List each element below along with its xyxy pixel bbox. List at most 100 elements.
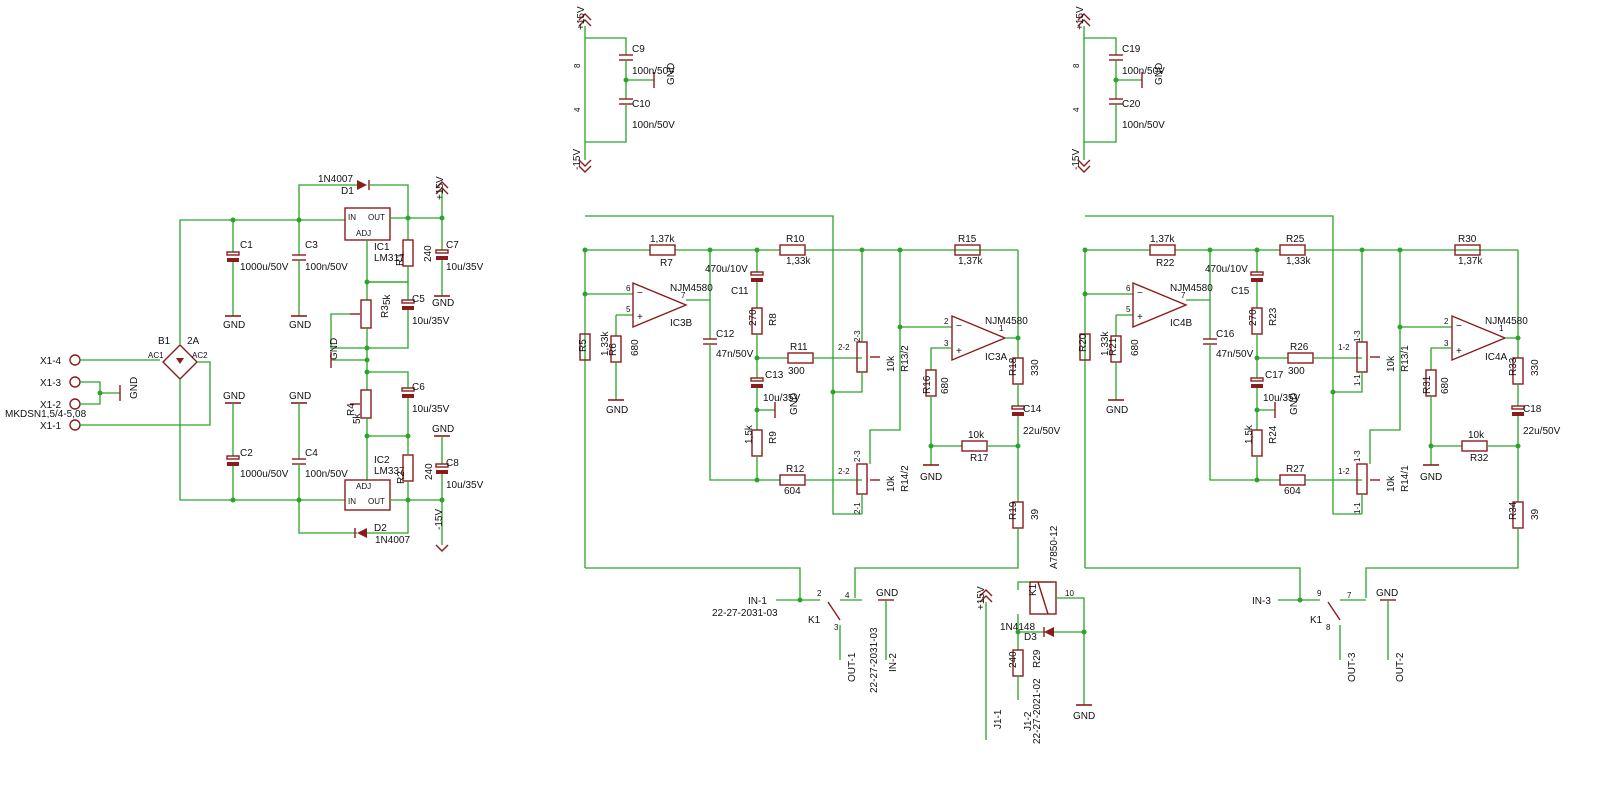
- ch1-ampA-minus: −: [637, 288, 643, 299]
- bridge-ac1: AC1: [148, 351, 164, 360]
- ch2-pot2-pin3: 1-3: [1353, 450, 1362, 462]
- c10-ref: C10: [632, 99, 651, 110]
- ch2-r23-value: 270: [1248, 309, 1259, 326]
- ch1-pot1-pin3: 2-3: [853, 330, 862, 342]
- c3-ref: C3: [305, 240, 318, 251]
- dec2-gnd: GND: [1154, 63, 1165, 85]
- dec1-pin-top: 8: [573, 63, 582, 68]
- ch2-r26-ref: R26: [1290, 342, 1309, 353]
- ch2-r21-value: 680: [1130, 339, 1141, 356]
- ch1-r9-ref: R9: [768, 431, 779, 444]
- relay-k1-part: A7850-12: [1049, 525, 1060, 569]
- c1-ref: C1: [240, 240, 253, 251]
- r3-value: 5k: [382, 293, 393, 305]
- dec2-neg: -15V: [1071, 149, 1082, 170]
- ch1-gnd-a: GND: [606, 405, 628, 416]
- regulator-ic1: IN OUT ADJ IC1 LM317 D1 1N4007 R1 240: [298, 174, 442, 300]
- ch2-k1-pin8: 8: [1326, 623, 1331, 632]
- ch1-r11-ref: R11: [790, 342, 808, 353]
- ch1-pot1-value: 10k: [886, 355, 897, 372]
- ch1-in2-label: IN-2: [888, 653, 899, 672]
- c8-value: 10u/35V: [446, 480, 484, 491]
- ps-rails: +15V C7 10u/35V GND GND C8 10u/35V -15V: [432, 176, 484, 552]
- ch2-junctions: [1082, 247, 1521, 603]
- pot-r3: R3 5k C5 10u/35V GND: [329, 281, 450, 390]
- ch2-r30-value: 1,37k: [1458, 256, 1483, 267]
- ch1-r15-value: 1,37k: [958, 256, 983, 267]
- c10-value: 100n/50V: [632, 120, 675, 131]
- ch2-ampA-part: NJM4580: [1170, 283, 1213, 294]
- connector-x1: X1-4 X1-3 X1-2 X1-1 MKDSN1,5/4-5,08 GND: [5, 354, 180, 432]
- ch1-k1-pin2: 2: [817, 589, 822, 598]
- ic1-part: LM317: [374, 253, 405, 264]
- ch2-c16-ref: C16: [1216, 329, 1235, 340]
- dec1-gnd: GND: [666, 63, 677, 85]
- d2-ref: D2: [374, 523, 387, 534]
- ch2-r24-value: 1,5k: [1244, 424, 1255, 444]
- channel-1: − + 6 5 7 NJM4580 IC3B 1,37k R7 R5 1,33k…: [578, 215, 1061, 693]
- bridge-rectifier-b1: B1 2A AC1 AC2: [148, 219, 345, 501]
- ch1-r18-ref: R18: [1008, 357, 1019, 376]
- ch1-pot2-pin2: 2-2: [838, 467, 850, 476]
- c7-value: 10u/35V: [446, 262, 484, 273]
- ch2-c16-value: 47n/50V: [1216, 349, 1254, 360]
- c4-ref: C4: [305, 448, 318, 459]
- ch1-r8-ref: R8: [768, 313, 779, 326]
- relay-r29-value: 240: [1008, 651, 1019, 668]
- c8-gnd: GND: [432, 424, 454, 435]
- ch1-r6-ref: R6: [608, 343, 619, 356]
- ch1-r12-value: 604: [784, 486, 801, 497]
- relay-r29-ref: R29: [1032, 649, 1043, 668]
- ch1-ampA-ref: IC3B: [670, 318, 693, 329]
- ch2-gnd-a: GND: [1106, 405, 1128, 416]
- ch1-c14-value: 22u/50V: [1023, 426, 1061, 437]
- c9-ref: C9: [632, 44, 645, 55]
- ch1-c12-ref: C12: [716, 329, 735, 340]
- decoupling-block-2: +15V GND -15V 8 4 C19 100n/50V C20 100n/…: [1071, 6, 1165, 173]
- ch2-ampB-ref: IC4A: [1485, 352, 1508, 363]
- ch1-ampA-pin5: 5: [626, 305, 631, 314]
- ch2-ampB-plus: +: [1456, 346, 1462, 357]
- ch2-r30-ref: R30: [1458, 234, 1477, 245]
- ch2-in2-label: OUT-2: [1395, 652, 1406, 682]
- c1-value: 1000u/50V: [240, 262, 289, 273]
- ch2-r20-value: 1,33k: [1100, 331, 1111, 356]
- ch1-r12-ref: R12: [786, 464, 805, 475]
- relay-j1-2: J1-2: [1023, 711, 1034, 731]
- ch2-r24-ref: R24: [1268, 425, 1279, 444]
- ch2-pot1-ref: R13/1: [1400, 345, 1411, 372]
- pin-x1-2: X1-2: [40, 400, 62, 411]
- c2-value: 1000u/50V: [240, 469, 289, 480]
- ch1-r17-value: 10k: [968, 430, 985, 441]
- ps-mid-gnd: GND: [329, 338, 340, 360]
- bridge-ref: B1: [158, 336, 171, 347]
- ch2-out-label: OUT-3: [1347, 652, 1358, 682]
- cap-c3: C3 100n/50V GND: [289, 220, 348, 331]
- ch2-r27-value: 604: [1284, 486, 1301, 497]
- dec1-pos: +15V: [576, 6, 587, 30]
- ch1-in-part: 22-27-2031-03: [712, 608, 778, 619]
- ch2-ampA-minus: −: [1137, 288, 1143, 299]
- ch1-r18-value: 330: [1030, 359, 1041, 376]
- ch1-ampB-plus: +: [956, 346, 962, 357]
- cap-c4: GND C4 100n/50V: [289, 391, 348, 500]
- ch1-gnd-b: GND: [920, 472, 942, 483]
- ch1-c11-ref: C11: [731, 286, 749, 297]
- ch1-pot2-value: 10k: [886, 475, 897, 492]
- c3-gnd: GND: [289, 320, 311, 331]
- ch1-r5-ref: R5: [578, 339, 589, 352]
- r3-ref: R3: [380, 305, 391, 318]
- ch2-pot2-ref: R14/1: [1400, 465, 1411, 492]
- ic2-in: IN: [348, 497, 356, 506]
- ch2-r32-value: 10k: [1468, 430, 1485, 441]
- ch2-pot2-pin2: 1-2: [1338, 467, 1350, 476]
- ch2-ampB-part: NJM4580: [1485, 316, 1528, 327]
- ch1-pot1-ref: R13/2: [900, 345, 911, 372]
- ch2-r32-ref: R32: [1470, 453, 1489, 464]
- ch1-junctions: [582, 247, 1021, 603]
- ch2-ampB-pin1: 1: [1499, 324, 1504, 333]
- ch2-pot1-pin1: 1-1: [1353, 374, 1362, 386]
- bridge-ac2: AC2: [192, 351, 208, 360]
- ch2-gnd-c: GND: [1376, 588, 1398, 599]
- ic1-adj: ADJ: [356, 229, 371, 238]
